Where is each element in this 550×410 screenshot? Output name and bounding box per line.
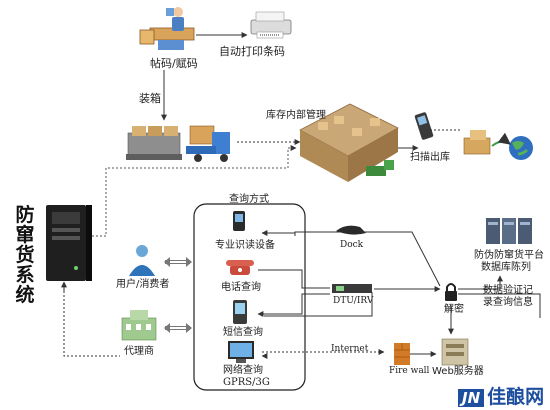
boxing-machine-icon (126, 126, 182, 160)
double-arrow-user (164, 257, 192, 267)
label-sms-query: 短信查询 (223, 327, 263, 338)
label-gprs: GPRS/3G (223, 377, 270, 388)
label-phone-query: 电话查询 (221, 282, 261, 293)
query-methods-box (193, 203, 306, 391)
label-web-server: Web服务器 (432, 366, 484, 377)
system-name-char: 窜 (15, 223, 35, 246)
system-name-char: 货 (15, 243, 35, 266)
label-inventory: 库存内部管理 (266, 110, 326, 121)
double-arrow-agent (164, 323, 192, 333)
label-attach-code: 帖码/赋码 (150, 57, 198, 70)
system-name-char: 系 (15, 263, 35, 286)
label-platform: 防伪防窜货平台 (474, 250, 544, 261)
label-internet: Internet (331, 344, 369, 354)
system-name-char: 防 (15, 204, 35, 226)
label-network-query: 网络查询 (223, 365, 263, 376)
forklift-icon (186, 125, 230, 162)
computer-icon (228, 341, 254, 363)
firewall-icon (394, 343, 410, 365)
scanner-handheld-icon (414, 112, 434, 140)
user-consumer-icon (129, 245, 155, 276)
telephone-icon (226, 260, 254, 275)
label-dtu: DTU/IRV (333, 296, 374, 306)
logistics-globe-icon (463, 130, 533, 160)
server-tower-icon (46, 205, 92, 281)
warehouse-icon (299, 103, 399, 182)
label-agent: 代理商 (124, 346, 154, 357)
dtu-device-icon (332, 284, 372, 293)
label-professional-reader: 专业识读设备 (215, 240, 275, 251)
system-name-char: 统 (15, 283, 35, 306)
label-verify-query: 录查询信息 (483, 297, 533, 308)
agent-building-icon (121, 310, 157, 341)
web-server-icon (441, 338, 469, 366)
reader-device-icon (233, 211, 245, 231)
label-query-methods: 查询方式 (229, 194, 269, 205)
label-decrypt: 解密 (444, 304, 464, 315)
label-verify: 数据验证记 (483, 285, 533, 296)
watermark-text: 佳酿网 (487, 386, 545, 408)
label-firewall: Fire wall (389, 366, 430, 376)
system-name: 防 窜 货 系 统 (14, 204, 36, 306)
label-user-consumer: 用户/消费者 (116, 279, 170, 290)
database-servers-icon (486, 218, 532, 244)
dock-icon (336, 225, 366, 235)
label-dock: Dock (340, 240, 364, 250)
label-boxing: 装箱 (139, 92, 161, 105)
mobile-phone-icon (233, 300, 247, 324)
worker-attach-code-icon (139, 7, 195, 50)
lock-icon (445, 283, 457, 301)
printer-icon (250, 11, 292, 39)
label-platform-db: 数据库陈列 (481, 262, 531, 273)
label-auto-print: 自动打印条码 (219, 45, 285, 58)
watermark-mark: JN (458, 389, 485, 407)
label-scan-out: 扫描出库 (410, 152, 450, 163)
